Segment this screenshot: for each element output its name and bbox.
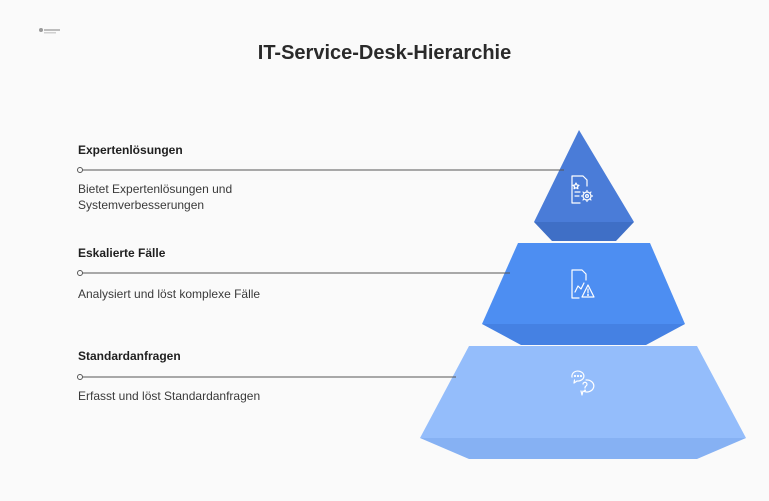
chart-warning-icon — [571, 269, 595, 299]
connector-top — [77, 167, 564, 173]
level-heading-standard: Standardanfragen — [78, 349, 181, 363]
pyramid-tier-bottom — [420, 346, 746, 459]
document-gear-icon — [571, 175, 594, 204]
level-heading-escalated: Eskalierte Fälle — [78, 246, 166, 260]
connector-bottom — [77, 374, 456, 380]
napkin-logo-icon — [39, 28, 60, 34]
level-description-experts: Bietet Expertenlösungen und Systemverbes… — [78, 182, 233, 212]
level-heading-experts: Expertenlösungen — [78, 143, 183, 157]
connector-middle — [77, 270, 510, 276]
chat-question-icon — [571, 370, 595, 396]
diagram-title: IT-Service-Desk-Hierarchie — [257, 42, 512, 64]
pyramid-tier-top — [534, 130, 634, 241]
level-description-standard: Erfasst und löst Standardanfragen — [78, 389, 261, 403]
level-description-escalated: Analysiert und löst komplexe Fälle — [78, 287, 261, 301]
